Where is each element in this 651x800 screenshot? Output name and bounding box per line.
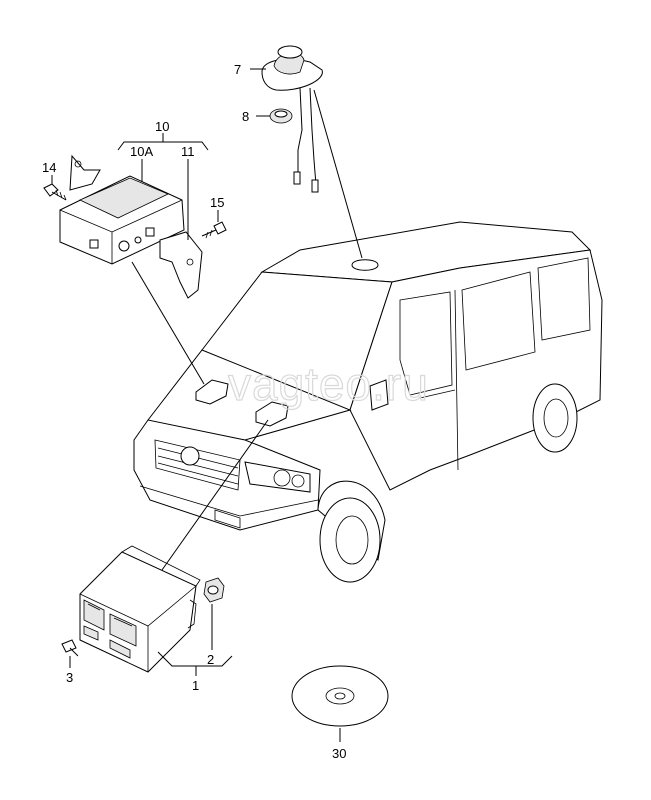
- callout-3: 3: [66, 670, 73, 685]
- callout-8: 8: [242, 109, 249, 124]
- callout-10a: 10A: [130, 144, 153, 159]
- callout-15: 15: [210, 195, 224, 210]
- callout-14: 14: [42, 160, 56, 175]
- callout-1: 1: [192, 678, 199, 693]
- bolt-part-3: [61, 639, 79, 657]
- screw-part-15: [201, 221, 227, 239]
- callout-10: 10: [155, 119, 169, 134]
- bracket-part: [159, 231, 203, 299]
- nut-part-2: [203, 577, 225, 603]
- callout-30: 30: [332, 746, 346, 761]
- leader-lines: [51, 68, 363, 742]
- control-unit-part: [59, 154, 185, 265]
- cd-disc-part: [291, 665, 389, 727]
- callout-7: 7: [234, 62, 241, 77]
- roof-antenna-part: [261, 45, 323, 193]
- callout-labels: 7 8 10 10A 11 14 15 2 1 3 30: [42, 62, 346, 761]
- van-illustration: [133, 221, 603, 583]
- watermark: vagteo.ru: [228, 358, 429, 410]
- callout-11: 11: [181, 144, 195, 159]
- nut-part: [269, 108, 293, 124]
- screw-part-14: [43, 183, 67, 201]
- main-module-part: [79, 545, 201, 673]
- callout-2: 2: [207, 652, 214, 667]
